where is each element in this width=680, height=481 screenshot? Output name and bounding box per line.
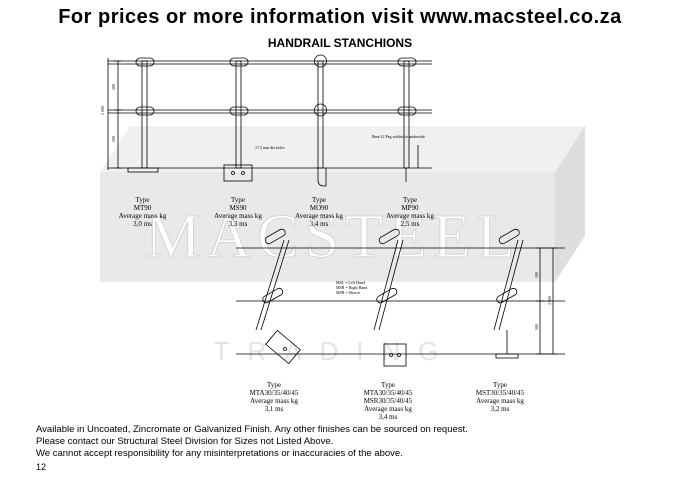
caption-code: MTA30/35/40/45 bbox=[363, 389, 413, 397]
caption-mass: 3,2 ms bbox=[490, 405, 510, 413]
caption-mass-label: Average mass kg bbox=[250, 397, 298, 405]
beam-top-face bbox=[100, 126, 585, 172]
caption-mass: 2,5 ms bbox=[400, 220, 420, 228]
footer-line-3: We cannot accept responsibility for any … bbox=[36, 448, 403, 459]
caption-msr: Type MTA30/35/40/45 MSR30/35/40/45 Avera… bbox=[355, 381, 421, 421]
beam-side-face bbox=[555, 126, 585, 282]
caption-code: MP90 bbox=[401, 204, 419, 212]
caption-type: Type bbox=[312, 196, 326, 204]
caption-type: Type bbox=[381, 381, 395, 389]
caption-code-2: MSR30/35/40/45 bbox=[363, 397, 413, 405]
caption-mass: 3,4 ms bbox=[378, 413, 398, 421]
caption-code: MS90 bbox=[229, 204, 247, 212]
stanchion-mo90 bbox=[314, 54, 327, 187]
watermark bbox=[100, 126, 585, 282]
dim-top-lower: 500 bbox=[111, 136, 116, 142]
caption-mp90: Type MP90 Average mass kg 2,5 ms bbox=[380, 196, 440, 228]
caption-mo90: Type MO90 Average mass kg 3,4 ms bbox=[289, 196, 349, 228]
caption-mta: Type MTA30/35/40/45 Average mass kg 3,1 … bbox=[242, 381, 306, 413]
banner-heading: For prices or more information visit www… bbox=[58, 6, 622, 28]
caption-ms90: Type MS90 Average mass kg 3,3 ms bbox=[208, 196, 268, 228]
dim-bottom-height: 1 000 bbox=[547, 296, 552, 305]
caption-code: MT90 bbox=[133, 204, 152, 212]
stanchion-msr bbox=[373, 228, 407, 367]
legend-l3: MSB = Shown bbox=[336, 290, 360, 295]
legend-l2: MSR = Right Hand bbox=[336, 285, 367, 290]
stanchion-mst bbox=[493, 228, 524, 359]
caption-type: Type bbox=[231, 196, 245, 204]
caption-type: Type bbox=[267, 381, 281, 389]
watermark-brand: MACSTEEL bbox=[145, 203, 520, 271]
caption-mt90: Type MT90 Average mass kg 3,0 ms bbox=[115, 196, 170, 228]
caption-code: MO90 bbox=[309, 204, 329, 212]
caption-type: Type bbox=[135, 196, 150, 204]
caption-mass-label: Average mass kg bbox=[214, 212, 262, 220]
caption-mass: 3,0 ms bbox=[133, 220, 152, 228]
caption-code: MTA30/35/40/45 bbox=[249, 389, 299, 397]
watermark-sub: TRADING bbox=[214, 336, 457, 366]
caption-type: Type bbox=[493, 381, 507, 389]
footer-line-1: Available in Uncoated, Zincromate or Gal… bbox=[36, 424, 468, 435]
stanchion-ms90 bbox=[223, 57, 253, 182]
caption-mass-label: Average mass kg bbox=[364, 405, 412, 413]
caption-mass-label: Average mass kg bbox=[118, 212, 167, 220]
stanchion-mp90 bbox=[397, 57, 419, 182]
dim-holes: 17,5 mm dia holes bbox=[255, 145, 285, 151]
caption-mass-label: Average mass kg bbox=[295, 212, 343, 220]
footer-notes: Available in Uncoated, Zincromate or Gal… bbox=[36, 424, 468, 460]
caption-mass: 3,4 ms bbox=[309, 220, 329, 228]
caption-mass: 3,1 ms bbox=[264, 405, 284, 413]
legend-l1: MSL = Left Hand bbox=[336, 280, 365, 285]
caption-type: Type bbox=[403, 196, 417, 204]
caption-mass: 3,3 ms bbox=[228, 220, 248, 228]
caption-mass-label: Average mass kg bbox=[476, 397, 524, 405]
stanchion-mta bbox=[255, 228, 301, 365]
dim-top-height: 1 000 bbox=[100, 106, 105, 115]
caption-mass-label: Average mass kg bbox=[386, 212, 434, 220]
dim-bottom-lower: 500 bbox=[534, 324, 539, 330]
page-number: 12 bbox=[36, 462, 47, 472]
stanchion-mt90 bbox=[127, 57, 159, 173]
dim-bottom-upper: 500 bbox=[534, 272, 539, 278]
dim-top-upper: 500 bbox=[111, 84, 116, 90]
page-title: HANDRAIL STANCHIONS bbox=[267, 36, 413, 50]
caption-mst: Type MST30/35/40/45 Average mass kg 3,2 … bbox=[467, 381, 533, 413]
dim-bent: Bent 12 Peg welded to underside bbox=[372, 134, 425, 139]
caption-code: MST30/35/40/45 bbox=[475, 389, 525, 397]
beam-front-face bbox=[100, 172, 555, 282]
footer-line-2: Please contact our Structural Steel Divi… bbox=[36, 436, 334, 447]
